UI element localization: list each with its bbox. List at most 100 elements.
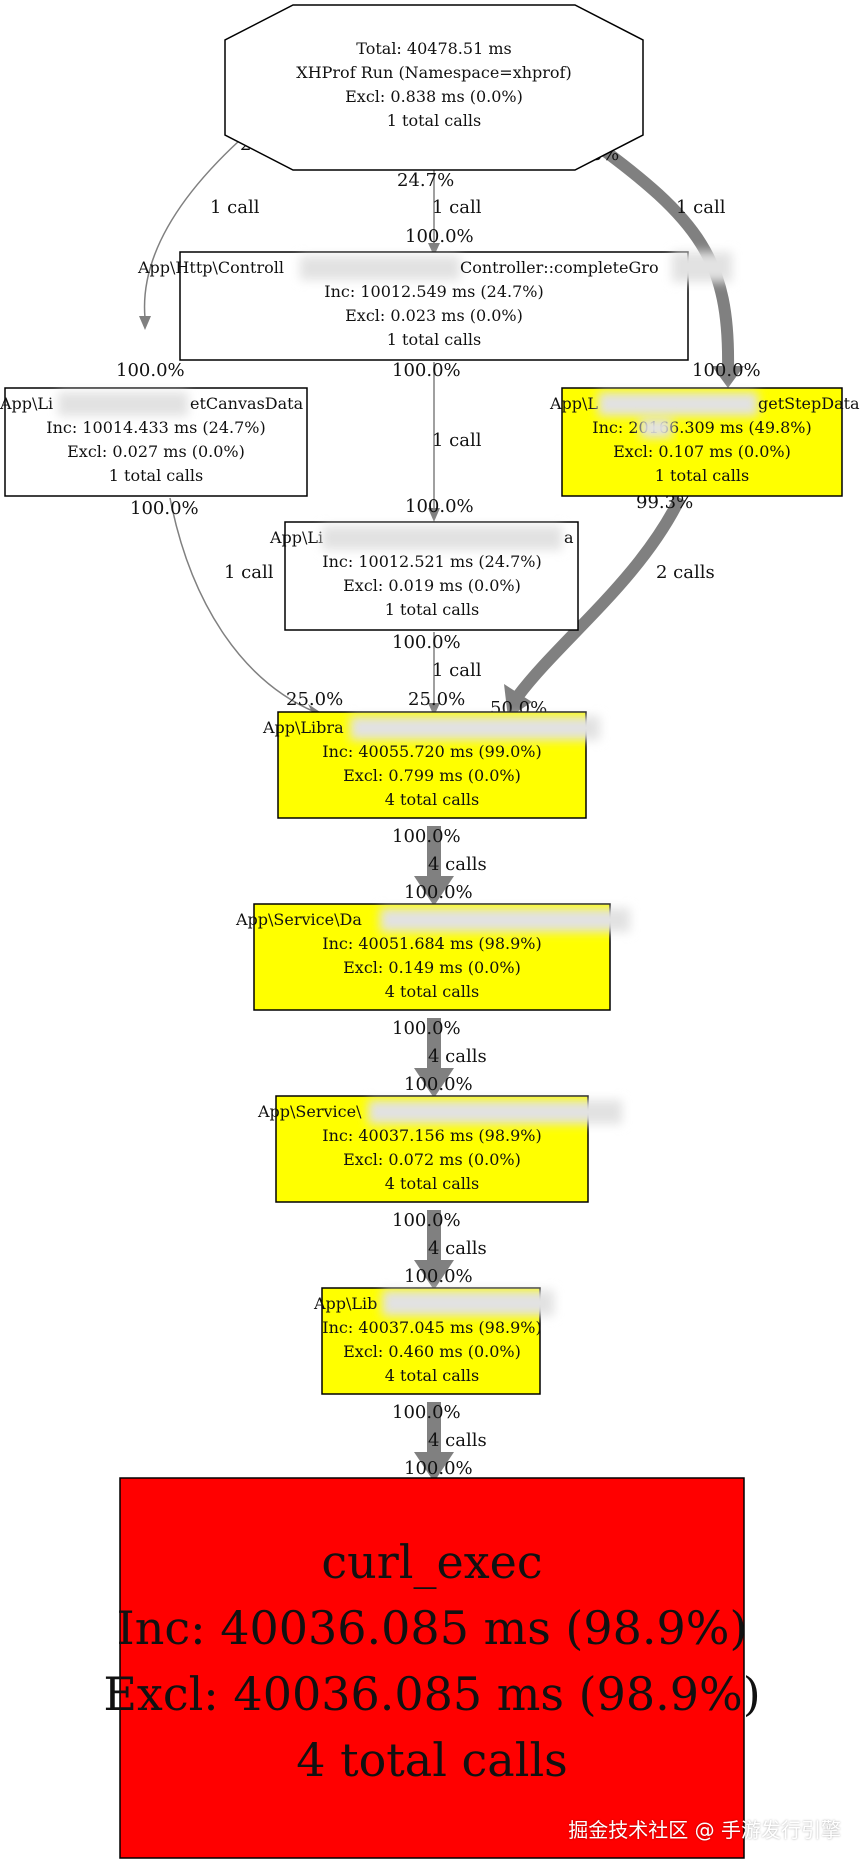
node-curl-inc: Inc: 40036.085 ms (98.9%) (117, 1601, 748, 1655)
edge-root-to-controller-dst-pct: 100.0% (405, 226, 474, 247)
node-svc2-calls: 4 total calls (385, 1174, 479, 1193)
node-step-name-end: getStepData (758, 394, 860, 413)
edge-root-to-step-dst-pct: 100.0% (692, 360, 761, 381)
edge-lib2-to-curl-src-pct: 100.0% (392, 1402, 461, 1423)
edge-lib2-to-curl-dst-pct: 100.0% (404, 1458, 473, 1479)
edge-controller-to-mid-src-pct: 100.0% (392, 360, 461, 381)
edge-root-to-step (586, 135, 735, 371)
node-svc2-name: App\Service\ (257, 1102, 362, 1121)
edge-step-to-lib1 (513, 495, 686, 700)
edge-svc2-to-lib2-arrow (414, 1260, 454, 1290)
edge-root-to-canvas (143, 139, 241, 319)
edge-controller-to-mid-calls: 1 call (432, 430, 482, 451)
node-lib2-calls: 4 total calls (385, 1366, 479, 1385)
edge-step-to-lib1-calls: 2 calls (656, 562, 715, 583)
node-canvas[interactable]: App\Li etCanvasData Inc: 10014.433 ms (2… (0, 387, 308, 497)
edge-lib1-to-svc1-calls: 4 calls (428, 854, 487, 875)
node-curl[interactable]: curl_exec Inc: 40036.085 ms (98.9%) Excl… (103, 1477, 761, 1859)
node-curl-name: curl_exec (321, 1535, 542, 1589)
node-svc1[interactable]: App\Service\Da Inc: 40051.684 ms (98.9%)… (235, 903, 630, 1011)
node-step[interactable]: App\L getStepData Inc: 20166.309 ms (49.… (549, 387, 860, 497)
edge-root-to-canvas-dst-pct: 100.0% (116, 360, 185, 381)
node-controller-calls: 1 total calls (387, 330, 481, 349)
node-svc1-name: App\Service\Da (235, 910, 362, 929)
edge-lib2-to-curl-arrow (414, 1452, 454, 1482)
edge-root-to-step-arrow (712, 366, 744, 388)
redaction-blur (300, 256, 460, 280)
node-step-name-start: App\L (549, 394, 598, 413)
edge-root-to-controller-src-pct: 24.7% (397, 170, 454, 191)
node-mid-name-end: a (564, 528, 574, 547)
edge-root-to-controller-arrow (428, 243, 440, 256)
redaction-blur (322, 526, 562, 550)
node-controller-name-start: App\Http\Controll (137, 258, 284, 277)
node-svc1-calls: 4 total calls (385, 982, 479, 1001)
node-svc2-inc: Inc: 40037.156 ms (98.9%) (322, 1126, 541, 1145)
edge-step-to-lib1-arrow (504, 684, 532, 718)
node-root-title: XHProf Run (Namespace=xhprof) (296, 63, 571, 82)
node-lib2-excl: Excl: 0.460 ms (0.0%) (343, 1342, 521, 1361)
node-root-shape (224, 4, 644, 171)
edge-controller-to-mid-arrow (428, 508, 440, 522)
redaction-blur (640, 418, 672, 438)
edge-svc2-to-lib2-src-pct: 100.0% (392, 1210, 461, 1231)
redaction-blur (598, 392, 758, 416)
node-svc2[interactable]: App\Service\ Inc: 40037.156 ms (98.9%) E… (257, 1095, 622, 1203)
edge-mid-to-lib1-arrow (428, 703, 440, 716)
node-curl-calls: 4 total calls (296, 1733, 568, 1787)
node-lib1[interactable]: App\Libra Inc: 40055.720 ms (99.0%) Excl… (262, 711, 600, 819)
node-root[interactable]: Total: 40478.51 ms XHProf Run (Namespace… (224, 4, 644, 171)
edge-lib1-to-svc1-arrow (414, 876, 454, 906)
node-step-inc: Inc: 20166.309 ms (49.8%) (592, 418, 811, 437)
node-root-excl: Excl: 0.838 ms (0.0%) (345, 87, 523, 106)
node-canvas-box (4, 387, 308, 497)
node-root-total: Total: 40478.51 ms (356, 39, 511, 58)
node-svc1-excl: Excl: 0.149 ms (0.0%) (343, 958, 521, 977)
edge-lib1-to-svc1-src-pct: 100.0% (392, 826, 461, 847)
node-root-calls: 1 total calls (387, 111, 481, 130)
edge-svc1-to-svc2-arrow (414, 1068, 454, 1098)
node-canvas-excl: Excl: 0.027 ms (0.0%) (67, 442, 245, 461)
edge-controller-to-mid-dst-pct: 100.0% (405, 496, 474, 517)
node-lib1-calls: 4 total calls (385, 790, 479, 809)
edge-step-to-lib1-src-pct: 99.3% (636, 492, 693, 513)
node-controller-name-end: Controller::completeGro (460, 258, 659, 277)
node-controller-inc: Inc: 10012.549 ms (24.7%) (324, 282, 543, 301)
edge-canvas-to-lib1 (169, 497, 316, 713)
node-lib1-excl: Excl: 0.799 ms (0.0%) (343, 766, 521, 785)
node-canvas-calls: 1 total calls (109, 466, 203, 485)
node-lib1-name: App\Libra (262, 718, 344, 737)
edge-root-to-canvas-arrow (139, 316, 151, 330)
edge-mid-to-lib1-src-pct: 100.0% (392, 632, 461, 653)
node-mid[interactable]: App\Li a Inc: 10012.521 ms (24.7%) Excl:… (269, 521, 579, 631)
node-canvas-name-end: etCanvasData (190, 394, 304, 413)
edge-mid-to-lib1-calls: 1 call (432, 660, 482, 681)
redaction-blur (58, 392, 188, 416)
edge-lib2-to-curl-calls: 4 calls (428, 1430, 487, 1451)
edges (139, 135, 744, 1482)
redaction-blur (380, 908, 630, 932)
node-svc1-inc: Inc: 40051.684 ms (98.9%) (322, 934, 541, 953)
node-mid-calls: 1 total calls (385, 600, 479, 619)
node-lib2-inc: Inc: 40037.045 ms (98.9%) (322, 1318, 541, 1337)
redaction-blur (368, 1100, 622, 1124)
node-lib2-name: App\Lib (313, 1294, 377, 1313)
edge-canvas-to-lib1-dst-pct: 25.0% (286, 689, 343, 710)
redaction-blur (382, 1290, 554, 1316)
redaction-blur (672, 252, 732, 282)
edge-svc2-to-lib2-calls: 4 calls (428, 1238, 487, 1259)
edge-root-to-step-calls: 1 call (676, 197, 726, 218)
edge-svc1-to-svc2-dst-pct: 100.0% (404, 1074, 473, 1095)
node-lib2[interactable]: App\Lib Inc: 40037.045 ms (98.9%) Excl: … (313, 1287, 554, 1395)
edge-mid-to-lib1-dst-pct: 25.0% (408, 689, 465, 710)
edge-lib1-to-svc1-dst-pct: 100.0% (404, 882, 473, 903)
redaction-blur (350, 716, 600, 740)
node-mid-inc: Inc: 10012.521 ms (24.7%) (322, 552, 541, 571)
edge-root-to-controller-calls: 1 call (432, 197, 482, 218)
node-curl-box (119, 1477, 745, 1859)
node-controller-excl: Excl: 0.023 ms (0.0%) (345, 306, 523, 325)
node-mid-name-start: App\Li (269, 528, 323, 547)
edge-svc1-to-svc2-src-pct: 100.0% (392, 1018, 461, 1039)
node-controller[interactable]: App\Http\Controll Controller::completeGr… (137, 251, 732, 361)
